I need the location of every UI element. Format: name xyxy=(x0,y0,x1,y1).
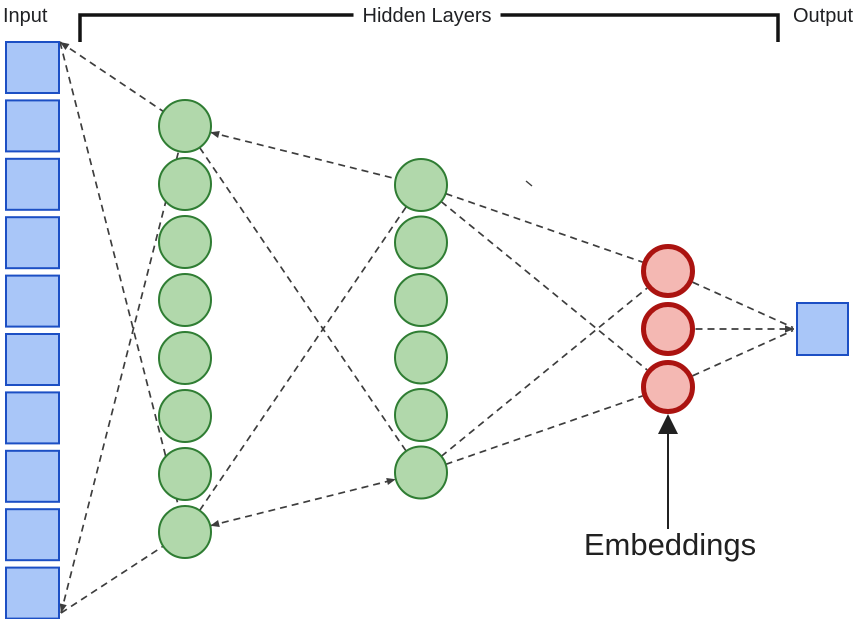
connector-line xyxy=(209,478,397,527)
connector-line xyxy=(198,206,408,511)
input-node xyxy=(5,508,60,562)
hidden2-node xyxy=(394,273,448,327)
hidden1-node xyxy=(158,447,212,501)
hidden1-node xyxy=(158,99,212,153)
connector-arrowhead-icon xyxy=(60,42,70,51)
input-node xyxy=(5,274,60,328)
hidden2-node xyxy=(394,445,448,500)
connector-arrowhead-icon xyxy=(210,520,220,528)
embedding-node xyxy=(641,244,695,298)
hidden2-node xyxy=(394,330,448,385)
input-layer-label: Input xyxy=(3,5,48,27)
input-node xyxy=(5,216,60,270)
hidden2-node xyxy=(394,388,448,442)
input-node xyxy=(5,449,60,503)
hidden1-node xyxy=(158,389,212,443)
connector-arrowhead-icon xyxy=(210,130,220,138)
connector-line xyxy=(440,200,648,371)
hidden2-node xyxy=(394,215,448,270)
connector-line xyxy=(209,131,397,180)
connector-line xyxy=(198,147,408,452)
input-node xyxy=(5,391,60,445)
connector-arrowhead-icon xyxy=(785,325,794,333)
embeddings-label: Embeddings xyxy=(583,527,757,562)
connector-line xyxy=(440,287,648,458)
hidden1-node xyxy=(158,331,212,385)
embedding-node xyxy=(641,360,695,414)
input-node xyxy=(5,99,60,153)
hidden-layers-label: Hidden Layers xyxy=(353,4,501,28)
connector-line xyxy=(692,281,794,329)
input-node xyxy=(5,333,60,386)
hidden1-node xyxy=(158,215,212,269)
hidden1-node xyxy=(158,273,212,327)
stray-mark xyxy=(525,180,533,187)
output-node xyxy=(796,302,849,356)
input-node xyxy=(5,566,60,619)
hidden1-node xyxy=(158,505,212,559)
hidden2-node xyxy=(394,158,448,212)
connector-line xyxy=(692,329,794,377)
embedding-node xyxy=(641,302,695,356)
connector-line xyxy=(445,395,643,466)
connector-line xyxy=(445,192,643,263)
hidden1-node xyxy=(158,157,212,211)
embeddings-arrowhead-icon xyxy=(658,414,678,434)
input-node xyxy=(5,41,60,94)
connector-line xyxy=(60,545,164,614)
connector-arrowhead-icon xyxy=(386,477,396,485)
connector-line xyxy=(59,41,180,508)
connector-line xyxy=(60,150,180,614)
input-node xyxy=(5,157,60,211)
connector-arrowhead-icon xyxy=(59,603,67,613)
connector-line xyxy=(59,41,164,113)
output-layer-label: Output xyxy=(793,5,854,27)
